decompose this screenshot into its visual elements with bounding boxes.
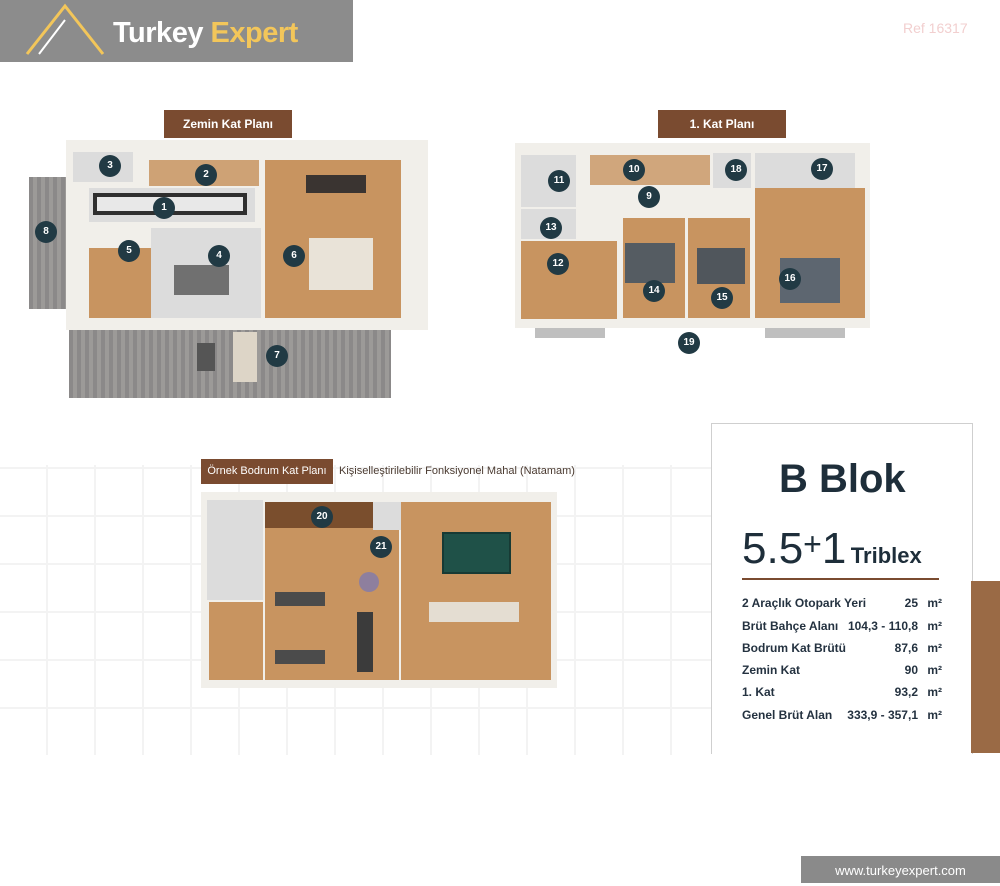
- spec-unit: m²: [927, 685, 942, 699]
- room-count: 5.5+1 Triblex: [742, 524, 922, 574]
- spec-unit: m²: [927, 619, 942, 633]
- marker-18: 18: [725, 159, 747, 181]
- spec-label: 2 Araçlık Otopark Yeri: [742, 596, 867, 610]
- room-count-main: 5.5: [742, 524, 804, 573]
- spec-value: 25: [904, 596, 918, 610]
- spec-value: 87,6: [894, 641, 918, 655]
- block-info-panel: [711, 423, 973, 754]
- marker-2: 2: [195, 164, 217, 186]
- marker-12: 12: [547, 253, 569, 275]
- marker-20: 20: [311, 506, 333, 528]
- spec-unit: m²: [927, 641, 942, 655]
- divider: [742, 578, 939, 580]
- marker-16: 16: [779, 268, 801, 290]
- spec-label: Genel Brüt Alan: [742, 708, 833, 722]
- room-count-plus: +: [803, 526, 822, 562]
- marker-8: 8: [35, 221, 57, 243]
- spec-unit: m²: [927, 708, 942, 722]
- accent-bar: [971, 581, 1000, 753]
- spec-label: Brüt Bahçe Alanı: [742, 619, 839, 633]
- block-name: B Blok: [779, 457, 906, 501]
- marker-9: 9: [638, 186, 660, 208]
- spec-value: 333,9 - 357,1: [847, 708, 918, 722]
- first-floor-title: 1. Kat Planı: [658, 110, 786, 138]
- website-link[interactable]: www.turkeyexpert.com: [801, 856, 1000, 883]
- spec-unit: m²: [927, 663, 942, 677]
- spec-label: Zemin Kat: [742, 663, 801, 677]
- ground-floor-plan: [29, 140, 429, 398]
- marker-11: 11: [548, 170, 570, 192]
- marker-4: 4: [208, 245, 230, 267]
- marker-7: 7: [266, 345, 288, 367]
- room-count-extra: 1: [821, 524, 847, 573]
- marker-10: 10: [623, 159, 645, 181]
- brand-expert: Expert: [210, 17, 299, 49]
- marker-21: 21: [370, 536, 392, 558]
- brand-turkey: Turkey: [113, 17, 203, 49]
- reference-number: Ref 16317: [903, 20, 968, 36]
- basement-plan: [201, 492, 557, 688]
- marker-6: 6: [283, 245, 305, 267]
- spec-unit: m²: [927, 596, 942, 610]
- roof-logo-icon: [25, 3, 105, 55]
- spec-value: 93,2: [894, 685, 918, 699]
- marker-17: 17: [811, 158, 833, 180]
- spec-value: 104,3 - 110,8: [847, 619, 918, 633]
- first-floor-plan: [515, 143, 870, 338]
- marker-15: 15: [711, 287, 733, 309]
- marker-14: 14: [643, 280, 665, 302]
- spec-label: Bodrum Kat Brütü: [742, 641, 846, 655]
- logo-banner: Turkey Expert: [0, 0, 353, 62]
- marker-1: 1: [153, 197, 175, 219]
- marker-3: 3: [99, 155, 121, 177]
- marker-19: 19: [678, 332, 700, 354]
- spec-label: 1. Kat: [742, 685, 775, 699]
- marker-5: 5: [118, 240, 140, 262]
- basement-note: Kişiselleştirilebilir Fonksiyonel Mahal …: [339, 465, 575, 477]
- basement-title: Örnek Bodrum Kat Planı: [201, 459, 333, 484]
- brand-name: Turkey Expert: [113, 17, 298, 50]
- marker-13: 13: [540, 217, 562, 239]
- unit-type: Triblex: [850, 543, 922, 568]
- ground-floor-title: Zemin Kat Planı: [164, 110, 292, 138]
- spec-value: 90: [904, 663, 918, 677]
